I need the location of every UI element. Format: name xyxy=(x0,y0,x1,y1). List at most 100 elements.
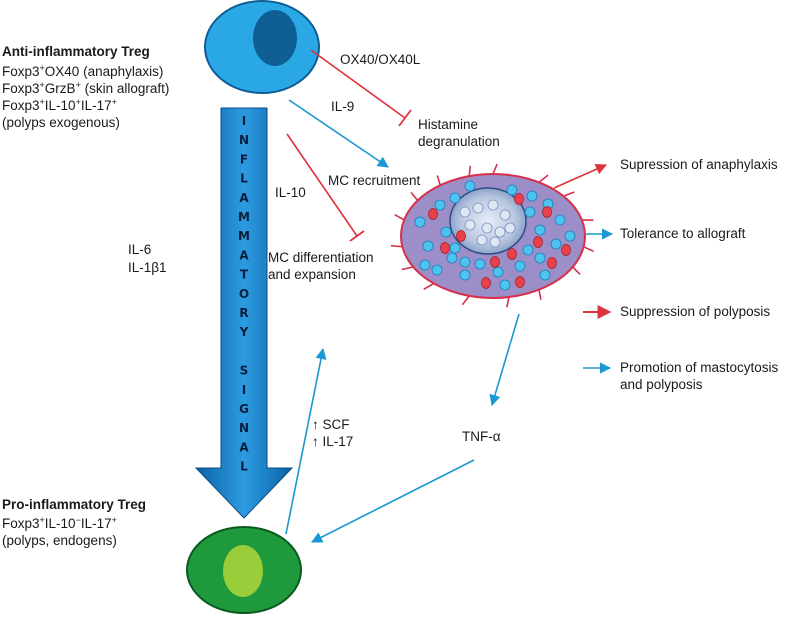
blue-granule xyxy=(506,184,518,196)
signal-letter: F xyxy=(240,152,248,166)
outcome-allograft: Tolerance to allograft xyxy=(620,226,746,241)
blue-granule xyxy=(499,279,511,291)
mc-diff-tbar xyxy=(349,230,365,242)
blue-granule xyxy=(522,244,534,256)
ox40-label: OX40/OX40L xyxy=(340,52,421,67)
red-granule xyxy=(561,244,571,256)
il9-label: IL-9 xyxy=(331,99,354,114)
nucleus-texture xyxy=(472,202,484,214)
signal-letter: M xyxy=(238,210,250,224)
mc-recruitment-label: MC recruitment xyxy=(328,173,421,188)
outcome-polyposis: Suppression of polyposis xyxy=(620,304,770,319)
red-granule xyxy=(542,206,552,218)
mast-cell-process xyxy=(506,296,510,308)
mast-cell-process xyxy=(538,174,549,183)
red-granule xyxy=(507,248,517,260)
anti-treg-line-3: Foxp3+IL-10+IL-17+ xyxy=(2,97,117,113)
blue-granule xyxy=(419,259,431,271)
blue-granule xyxy=(440,226,452,238)
il1b-label: IL-1β1 xyxy=(128,260,167,275)
signal-letter: M xyxy=(238,229,250,243)
outcome-anaphylaxis: Supression of anaphylaxis xyxy=(620,157,778,172)
nucleus-texture xyxy=(504,222,516,234)
red-granule xyxy=(533,236,543,248)
pro-treg-line-1: Foxp3+IL-10−IL-17+ xyxy=(2,515,117,531)
blue-granule xyxy=(446,252,458,264)
signal-letter: L xyxy=(240,172,248,186)
blue-granule xyxy=(492,266,504,278)
signal-letter: Y xyxy=(239,325,249,339)
blue-granule xyxy=(550,238,562,250)
nucleus-texture xyxy=(459,206,471,218)
mast-cell-process xyxy=(401,266,414,271)
blue-granule xyxy=(564,230,576,242)
anti-treg-nucleus xyxy=(253,10,297,66)
il17-label: ↑ IL-17 xyxy=(312,434,353,449)
signal-letter: A xyxy=(239,248,249,262)
outcome-mastocytosis-2: and polyposis xyxy=(620,377,703,392)
signal-letter: T xyxy=(240,268,249,282)
nucleus-texture xyxy=(481,222,493,234)
nucleus-texture xyxy=(494,226,506,238)
anti-treg-line-1: Foxp3+OX40 (anaphylaxis) xyxy=(2,63,163,79)
red-granule xyxy=(481,277,491,289)
arrow-to-anaphylaxis xyxy=(553,163,608,189)
red-granule xyxy=(515,276,525,288)
mast-cell-process xyxy=(461,295,470,306)
inflammatory-signal-arrow xyxy=(194,107,294,519)
blue-granule xyxy=(431,264,443,276)
blue-granule xyxy=(554,214,566,226)
red-granule xyxy=(428,208,438,220)
signal-letter: A xyxy=(239,440,249,454)
nucleus-texture xyxy=(476,234,488,246)
blue-granule xyxy=(524,206,536,218)
signal-letter: L xyxy=(240,460,248,474)
blue-granule xyxy=(422,240,434,252)
il9-arrow xyxy=(288,99,389,168)
mast-cell xyxy=(390,163,594,308)
signal-letter: O xyxy=(239,287,249,301)
signal-letter: I xyxy=(242,114,246,128)
blue-granule xyxy=(459,269,471,281)
histamine-label-1: Histamine xyxy=(418,117,478,132)
pro-treg-line-2: (polyps, endogens) xyxy=(2,533,117,548)
anti-treg-line-2: Foxp3+GrzB+ (skin allograft) xyxy=(2,80,169,96)
il10-label: IL-10 xyxy=(275,185,306,200)
signal-letter: I xyxy=(242,383,246,397)
il10-inhibition-line xyxy=(286,133,358,237)
mast-cell-process xyxy=(410,191,419,201)
anti-treg-line-4: (polyps exogenous) xyxy=(2,115,120,130)
blue-granule xyxy=(449,242,461,254)
mast-cell-process xyxy=(394,213,405,221)
signal-letter: R xyxy=(239,306,248,320)
mast-cell-process xyxy=(390,244,403,248)
red-granule xyxy=(547,257,557,269)
signal-letter: A xyxy=(239,191,249,205)
blue-granule xyxy=(534,252,546,264)
il6-label: IL-6 xyxy=(128,242,151,257)
nucleus-texture xyxy=(487,199,499,211)
blue-granule xyxy=(449,192,461,204)
mast-cell-nucleus xyxy=(449,187,527,255)
blue-granule xyxy=(414,216,426,228)
mast-cell-process xyxy=(436,175,441,186)
histamine-label-2: degranulation xyxy=(418,134,500,149)
mc-diff-label-1: MC differentiation xyxy=(268,250,374,265)
mast-cell-process xyxy=(468,165,472,177)
blue-granule xyxy=(539,269,551,281)
tnf-to-pro-treg-arrow xyxy=(311,459,475,543)
mast-cell-process xyxy=(572,266,581,276)
blue-granule xyxy=(434,199,446,211)
nucleus-texture xyxy=(464,219,476,231)
blue-granule xyxy=(459,256,471,268)
mast-cell-process xyxy=(538,289,542,300)
red-granule xyxy=(456,230,466,242)
pro-treg-nucleus xyxy=(223,545,263,597)
blue-granule xyxy=(474,258,486,270)
signal-letter: N xyxy=(239,133,249,147)
mast-cell-process xyxy=(563,191,575,197)
ox40-inhibition-line xyxy=(310,49,406,119)
